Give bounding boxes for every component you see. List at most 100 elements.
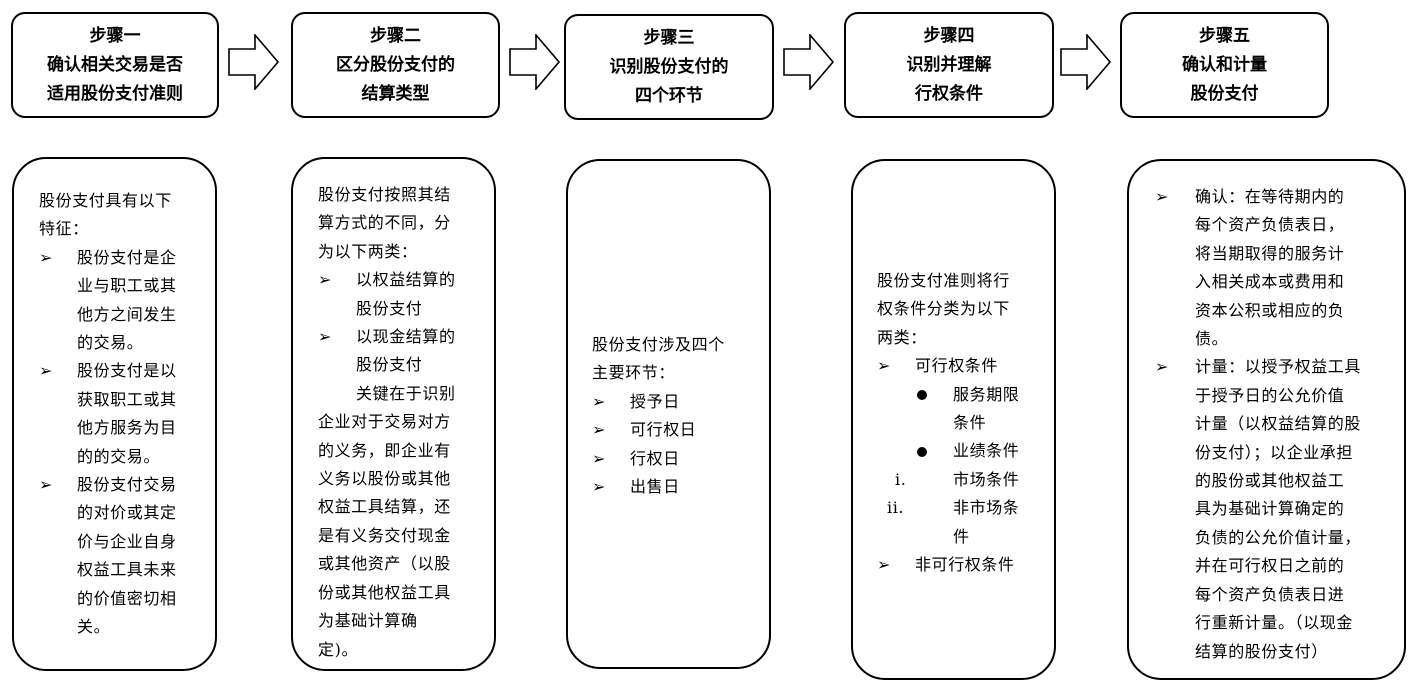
card-4-dot-item-1-line-2: 条件 — [953, 413, 987, 433]
card-1-item-1-line-1: 股份支付是企 — [77, 247, 177, 267]
arrow-right-icon-3 — [783, 34, 835, 90]
card-2-para-8: 份或其他权益工具 — [318, 582, 451, 602]
card-3-four-stages: 股份支付涉及四个 主要环节： ➢ 授予日 ➢ 可行权日 ➢ 行权日 ➢ 出售日 — [566, 159, 771, 669]
step-5-line-3: 股份支付 — [1190, 83, 1259, 104]
card-4-item-non-vesting: ➢ 非可行权条件 — [877, 551, 1053, 579]
step-4-title: 步骤四 — [923, 25, 975, 46]
card-4-roman-item-1: i. 市场条件 — [877, 466, 1053, 494]
bullet-dot-icon — [917, 446, 927, 457]
card-5-item-2-line-1: 计量：以授予权益工具 — [1195, 357, 1362, 377]
card-3-item-3: ➢ 行权日 — [592, 445, 764, 473]
card-5-recognition-measurement: ➢ 确认：在等待期内的 每个资产负债表日， 将当期取得的服务计 入相关成本或费用… — [1127, 159, 1406, 680]
card-2-para-2: 企业对于交易对方 — [318, 412, 451, 432]
card-4-item-vesting: ➢ 可行权条件 — [877, 352, 1053, 380]
card-1-item-2-line-2: 获取职工或其 — [77, 389, 177, 409]
step-5-title: 步骤五 — [1199, 25, 1250, 46]
card-4-vesting-conditions: 股份支付准则将行 权条件分类为以下 两类： ➢ 可行权条件 服务期限 条件 业绩… — [851, 159, 1056, 680]
step-1-title: 步骤一 — [89, 25, 141, 46]
card-5-item-1-line-2: 每个资产负债表日， — [1195, 215, 1345, 235]
arrow-bullet-icon: ➢ — [39, 247, 54, 267]
card-2-para-5: 权益工具结算，还 — [318, 497, 451, 517]
step-5-box: 步骤五 确认和计量 股份支付 — [1120, 12, 1329, 118]
card-2-item-1: ➢ 以权益结算的 股份支付 — [318, 266, 490, 323]
card-5-item-2-line-8: 并在可行权日之前的 — [1195, 556, 1345, 576]
card-4-intro-1: 股份支付准则将行 — [877, 271, 1010, 290]
card-1-item-3-line-1: 股份支付交易 — [77, 475, 177, 495]
card-4-roman-item-2-line-2: 件 — [953, 526, 970, 546]
card-1-features: 股份支付具有以下 特征： ➢ 股份支付是企 业与职工或其 他方之间发生 的交易。… — [12, 157, 217, 671]
step-4-line-3: 行权条件 — [915, 83, 983, 104]
card-4-dot-item-1-line-1: 服务期限 — [953, 384, 1020, 404]
arrow-bullet-icon: ➢ — [592, 391, 607, 411]
card-4-dot-item-2-line-1: 业绩条件 — [953, 441, 1020, 461]
card-5-item-1-line-4: 入相关成本或费用和 — [1195, 272, 1345, 292]
arrow-right-icon-1 — [228, 34, 280, 90]
step-3-title: 步骤三 — [643, 27, 695, 48]
card-5-item-2-line-6: 具为基础计算确定的 — [1195, 499, 1345, 519]
card-2-intro-1: 股份支付按照其结 — [318, 185, 451, 204]
card-3-intro-1: 股份支付涉及四个 — [592, 335, 725, 354]
step-3-line-2: 识别股份支付的 — [609, 56, 729, 77]
step-1-line-3: 适用股份支付准则 — [47, 83, 183, 104]
bullet-dot-icon — [917, 390, 927, 401]
card-2-para-4: 义务以股份或其他 — [318, 469, 451, 489]
card-1-intro-1: 股份支付具有以下 — [39, 191, 172, 210]
step-2-line-3: 结算类型 — [361, 83, 430, 104]
arrow-bullet-icon: ➢ — [877, 555, 892, 575]
card-3-item-1-text: 授予日 — [630, 391, 680, 411]
card-1-item-3-line-5: 的价值密切相 — [77, 588, 177, 608]
arrow-bullet-icon: ➢ — [318, 327, 333, 347]
card-1-item-2-line-1: 股份支付是以 — [77, 361, 177, 381]
card-2-settlement-types: 股份支付按照其结 算方式的不同，分 为以下两类： ➢ 以权益结算的 股份支付 ➢… — [291, 157, 496, 671]
step-2-line-2: 区分股份支付的 — [336, 54, 455, 75]
card-5-item-2-line-4: 份支付）；以企业承担 — [1195, 442, 1354, 462]
card-3-item-3-text: 行权日 — [630, 448, 680, 468]
card-4-item-non-vesting-text: 非可行权条件 — [915, 555, 1015, 575]
card-5-item-2-line-5: 的股份或其他权益工 — [1195, 471, 1345, 491]
step-3-line-3: 四个环节 — [635, 85, 703, 106]
card-2-para-7: 或其他资产（以股 — [318, 554, 451, 574]
card-5-item-2-line-10: 行重新计量。（以现金 — [1195, 613, 1354, 633]
card-2-item-2-line-2: 股份支付 — [356, 355, 423, 375]
card-2-para-1: 关键在于识别 — [356, 383, 456, 403]
card-3-item-4-text: 出售日 — [630, 477, 680, 497]
card-2-para-9: 为基础计算确 — [318, 611, 418, 631]
card-4-roman-item-2-line-1: 非市场条 — [953, 498, 1020, 518]
arrow-bullet-icon: ➢ — [39, 475, 54, 495]
card-4-intro-3: 两类： — [877, 327, 927, 347]
card-1-intro-2: 特征： — [39, 219, 89, 239]
card-1-item-1: ➢ 股份支付是企 业与职工或其 他方之间发生 的交易。 — [39, 244, 209, 358]
card-5-item-2-line-2: 于授予日的公允价值 — [1195, 385, 1345, 405]
step-3-box: 步骤三 识别股份支付的 四个环节 — [564, 14, 774, 120]
step-5-line-2: 确认和计量 — [1182, 54, 1267, 75]
card-5-item-1-line-1: 确认：在等待期内的 — [1195, 187, 1345, 206]
card-4-roman-item-1-line-1: 市场条件 — [953, 469, 1020, 489]
card-1-item-1-line-2: 业与职工或其 — [77, 276, 177, 296]
roman-numeral-i: i. — [895, 469, 907, 489]
card-5-item-2-line-3: 计量（以权益结算的股 — [1195, 414, 1362, 434]
card-5-item-2-line-7: 负债的公允价值计量， — [1195, 527, 1362, 547]
card-4-item-vesting-text: 可行权条件 — [915, 356, 999, 376]
card-1-item-2-line-3: 他方服务为目 — [77, 418, 177, 438]
arrow-bullet-icon: ➢ — [877, 356, 892, 376]
step-4-line-2: 识别并理解 — [906, 54, 992, 75]
card-4-dot-item-2: 业绩条件 — [877, 437, 1053, 465]
step-1-box: 步骤一 确认相关交易是否 适用股份支付准则 — [11, 12, 219, 118]
card-2-para-6: 是有义务交付现金 — [318, 525, 451, 545]
card-4-roman-item-2: ii. 非市场条 件 — [877, 494, 1053, 551]
card-2-para-10: 定)。 — [318, 639, 359, 659]
card-2-para-3: 的义务，即企业有 — [318, 440, 451, 460]
arrow-right-icon-2 — [509, 34, 561, 90]
card-5-item-1-line-6: 债。 — [1195, 329, 1229, 349]
card-3-intro-2: 主要环节： — [592, 363, 676, 383]
arrow-bullet-icon: ➢ — [1155, 357, 1170, 377]
card-2-item-2-line-1: 以现金结算的 — [356, 327, 456, 347]
card-1-item-1-line-4: 的交易。 — [77, 333, 144, 353]
step-2-box: 步骤二 区分股份支付的 结算类型 — [291, 12, 500, 118]
card-2-intro-2: 算方式的不同，分 — [318, 213, 451, 233]
step-4-box: 步骤四 识别并理解 行权条件 — [844, 12, 1054, 118]
card-5-item-recognition: ➢ 确认：在等待期内的 每个资产负债表日， 将当期取得的服务计 入相关成本或费用… — [1155, 183, 1401, 353]
arrow-bullet-icon: ➢ — [39, 361, 54, 381]
card-5-item-2-line-11: 结算的股份支付） — [1195, 641, 1328, 661]
card-3-item-1: ➢ 授予日 — [592, 388, 764, 416]
